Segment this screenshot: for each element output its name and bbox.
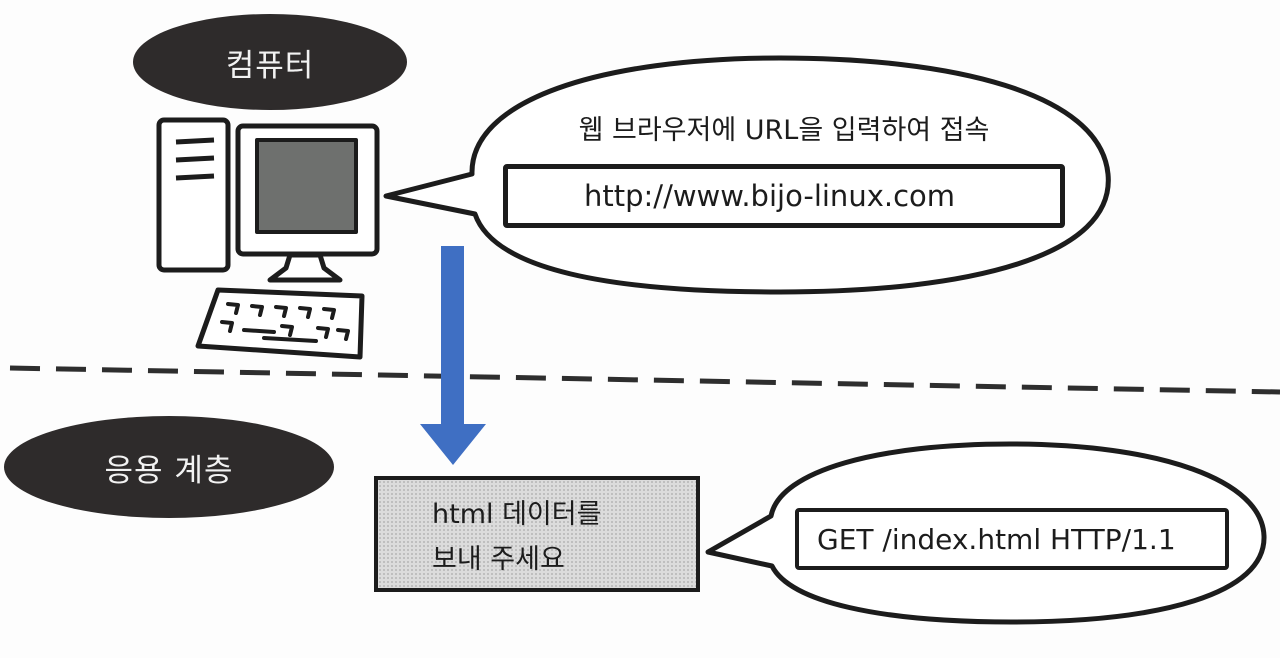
request-message-box: html 데이터를 보내 주세요	[374, 476, 700, 592]
keyboard-icon	[195, 287, 365, 360]
computer-label: 컴퓨터	[133, 14, 407, 110]
computer-tower-icon	[156, 117, 231, 273]
layer-separator	[9, 365, 1280, 395]
request-line-1: html 데이터를	[432, 499, 602, 530]
url-text: http://www.bijo-linux.com	[584, 179, 956, 213]
browser-instruction-text: 웹 브라우저에 URL을 입력하여 접속	[578, 115, 990, 146]
url-address-bar: http://www.bijo-linux.com	[503, 164, 1065, 228]
request-line-2: 보내 주세요	[432, 544, 565, 575]
application-layer-label: 응용 계층	[4, 416, 334, 518]
http-request-text: GET /index.html HTTP/1.1	[817, 522, 1176, 556]
monitor-icon	[235, 123, 380, 283]
http-request-line-box: GET /index.html HTTP/1.1	[795, 508, 1229, 570]
down-arrow-icon	[420, 246, 486, 465]
